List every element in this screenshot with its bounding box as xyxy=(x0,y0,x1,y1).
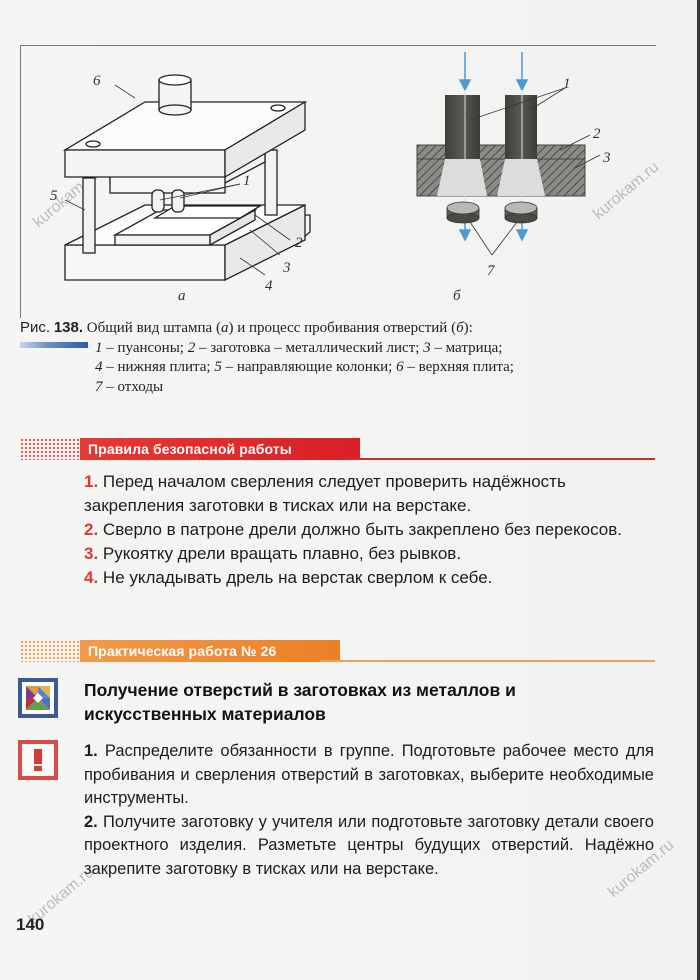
legend-num: 4 xyxy=(95,359,103,375)
page-edge xyxy=(697,0,700,980)
section-rule xyxy=(340,458,655,460)
step-text: Получите заготовку у учителя или подгото… xyxy=(84,812,654,878)
legend-num: 6 xyxy=(396,359,404,375)
legend-text: пуансоны; xyxy=(117,339,184,356)
legend-num: 1 xyxy=(95,339,103,356)
practical-step: 2. Получите заготовку у учителя или подг… xyxy=(84,811,654,882)
legend-num: 5 xyxy=(214,359,222,375)
rule-text: Сверло в патроне дрели должно быть закре… xyxy=(102,520,622,539)
label-3: 3 xyxy=(282,260,291,276)
caption-legend-line: 7 – отходы xyxy=(95,378,164,395)
rule-text: Перед началом сверления следует проверит… xyxy=(84,472,566,515)
legend-text: верхняя плита; xyxy=(418,359,514,375)
step-text: Распределите обязанности в группе. Подго… xyxy=(84,742,654,807)
caption-text: б xyxy=(456,320,464,336)
figure-caption: Рис. 138. Общий вид штампа (а) и процесс… xyxy=(20,318,660,397)
stamp-diagram: 6 1 2 3 4 5 xyxy=(50,73,311,294)
safety-rule: 1. Перед началом сверления следует прове… xyxy=(84,470,664,518)
legend-num: 3 xyxy=(423,339,431,356)
rule-number: 1. xyxy=(84,472,99,491)
practical-title: Получение отверстий в заготовках из мета… xyxy=(84,680,516,724)
panel-b-letter: б xyxy=(453,288,461,304)
rule-number: 4. xyxy=(84,568,99,587)
label-1: 1 xyxy=(563,76,571,92)
step-number: 1. xyxy=(84,742,98,760)
caption-text: а xyxy=(220,320,229,336)
rule-number: 2. xyxy=(84,520,99,539)
safety-rule: 3. Рукоятку дрели вращать плавно, без ры… xyxy=(84,542,664,566)
dots-decoration xyxy=(20,438,80,460)
page-number: 140 xyxy=(16,915,45,934)
legend-text: нижняя плита; xyxy=(117,359,211,375)
legend-text: отходы xyxy=(117,378,164,395)
section-rule xyxy=(320,660,655,662)
exclamation-icon xyxy=(18,740,58,780)
panel-a-letter: а xyxy=(178,288,186,304)
punching-process-diagram: 1 2 3 7 xyxy=(416,52,611,279)
rule-text: Не укладывать дрель на верстак сверлом к… xyxy=(102,568,493,587)
label-6: 6 xyxy=(93,73,101,89)
safety-rule: 4. Не укладывать дрель на верстак сверло… xyxy=(84,566,664,590)
label-7: 7 xyxy=(487,263,496,279)
rule-number: 3. xyxy=(84,544,99,563)
safety-heading: Правила безопасной работы xyxy=(80,438,360,460)
label-4: 4 xyxy=(265,278,273,294)
dots-decoration xyxy=(20,640,80,662)
caption-number: 138. xyxy=(53,319,84,336)
label-2: 2 xyxy=(295,235,303,251)
legend-num: 2 xyxy=(187,339,196,356)
rule-text: Рукоятку дрели вращать плавно, без рывко… xyxy=(102,544,462,563)
practical-task-icon xyxy=(18,678,58,718)
safety-rules-list: 1. Перед началом сверления следует прове… xyxy=(84,470,664,590)
label-1: 1 xyxy=(243,173,251,189)
practical-heading: Практическая работа № 26 xyxy=(80,640,340,662)
safety-rule: 2. Сверло в патроне дрели должно быть за… xyxy=(84,518,664,542)
caption-text: Общий вид штампа ( xyxy=(86,320,221,336)
practical-steps: 1. Распределите обязанности в группе. По… xyxy=(84,740,654,881)
legend-text: матрица; xyxy=(445,339,503,356)
caption-legend-line: 1 – пуансоны; 2 – заготовка – металличес… xyxy=(95,339,503,356)
label-3: 3 xyxy=(602,150,611,166)
legend-num: 7 xyxy=(95,378,103,395)
label-2: 2 xyxy=(593,126,601,142)
legend-text: заготовка – металлический лист; xyxy=(210,339,420,356)
safety-section-header: Правила безопасной работы xyxy=(20,438,360,460)
caption-legend-line: 4 – нижняя плита; 5 – направляющие колон… xyxy=(95,359,514,375)
legend-text: направляющие колонки; xyxy=(236,359,393,375)
practical-section-header: Практическая работа № 26 xyxy=(20,640,340,662)
label-5: 5 xyxy=(50,188,58,204)
caption-accent-bar xyxy=(20,342,88,348)
figure-frame xyxy=(20,45,656,318)
caption-prefix: Рис. xyxy=(20,319,51,336)
caption-text: ) и процесс пробивания отверстий ( xyxy=(228,320,457,336)
caption-text: ): xyxy=(463,320,473,336)
step-number: 2. xyxy=(84,812,98,831)
practical-step: 1. Распределите обязанности в группе. По… xyxy=(84,740,654,811)
